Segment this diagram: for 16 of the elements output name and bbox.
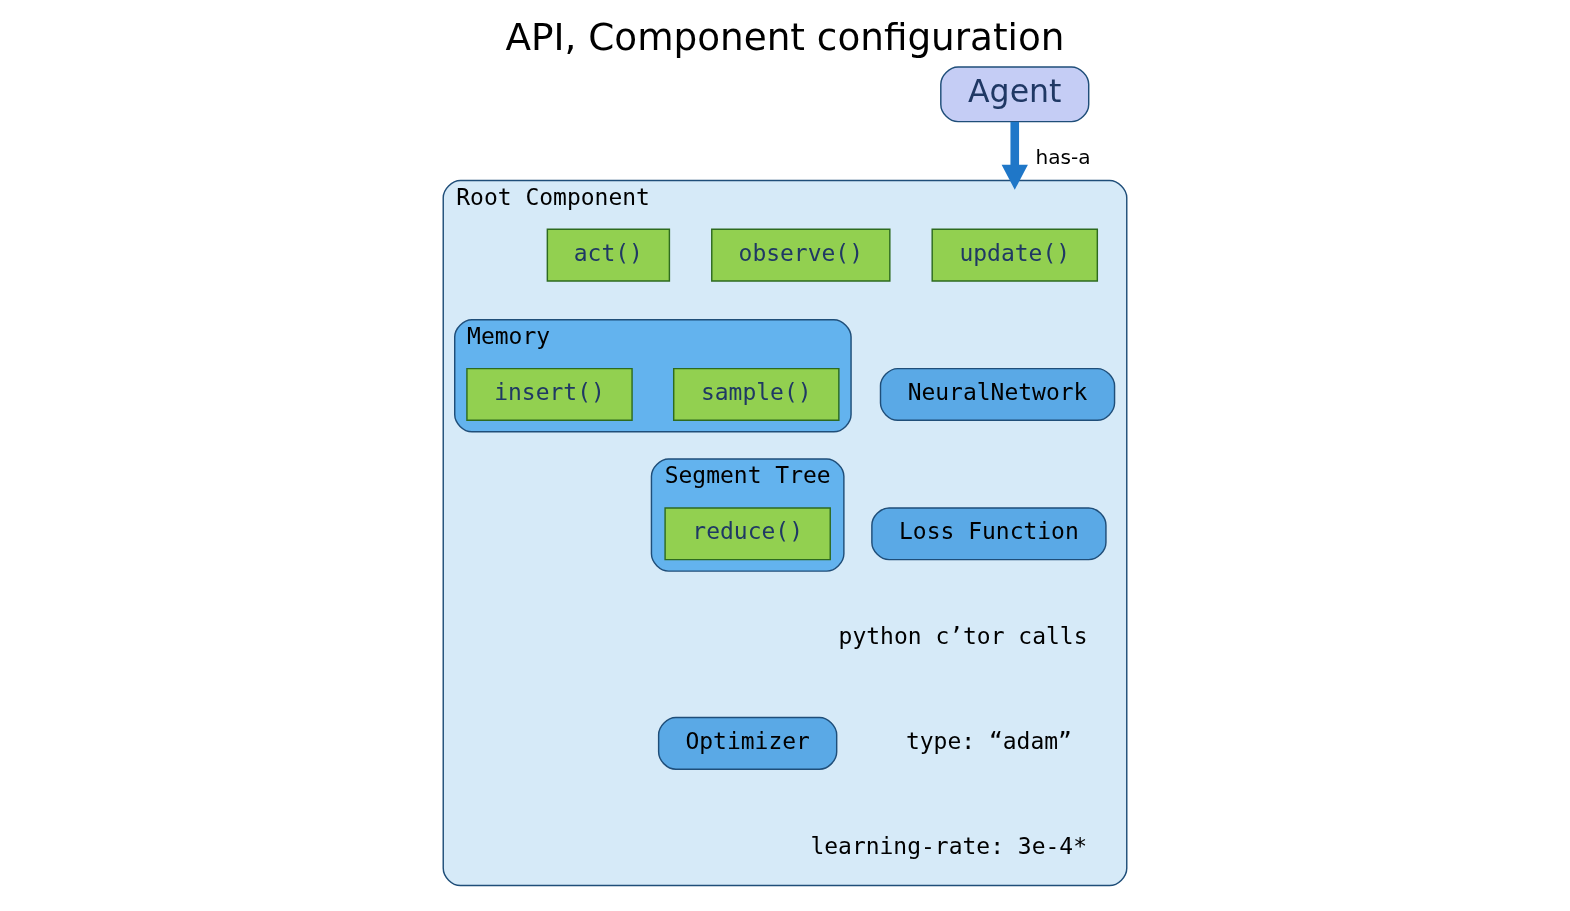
arrow xyxy=(1001,121,1028,190)
edge-label: has-a xyxy=(1035,145,1091,170)
diagram-title: API, Component configuration xyxy=(505,14,1065,59)
node-box: Optimizer xyxy=(657,716,838,770)
node-box: sample() xyxy=(673,367,840,422)
node-box: Loss Function xyxy=(871,507,1107,561)
node-box: insert() xyxy=(466,367,633,422)
node-box: reduce() xyxy=(664,507,831,561)
label: python c’tor calls xyxy=(838,623,1088,650)
node-box: NeuralNetwork xyxy=(879,367,1116,422)
node-box: update() xyxy=(931,228,1099,282)
label: type: “adam” xyxy=(905,727,1072,754)
node-box: observe() xyxy=(711,228,891,282)
node-box: Agent xyxy=(940,66,1090,123)
node-box: act() xyxy=(546,228,671,282)
label: learning-rate: 3e-4* xyxy=(810,832,1087,859)
